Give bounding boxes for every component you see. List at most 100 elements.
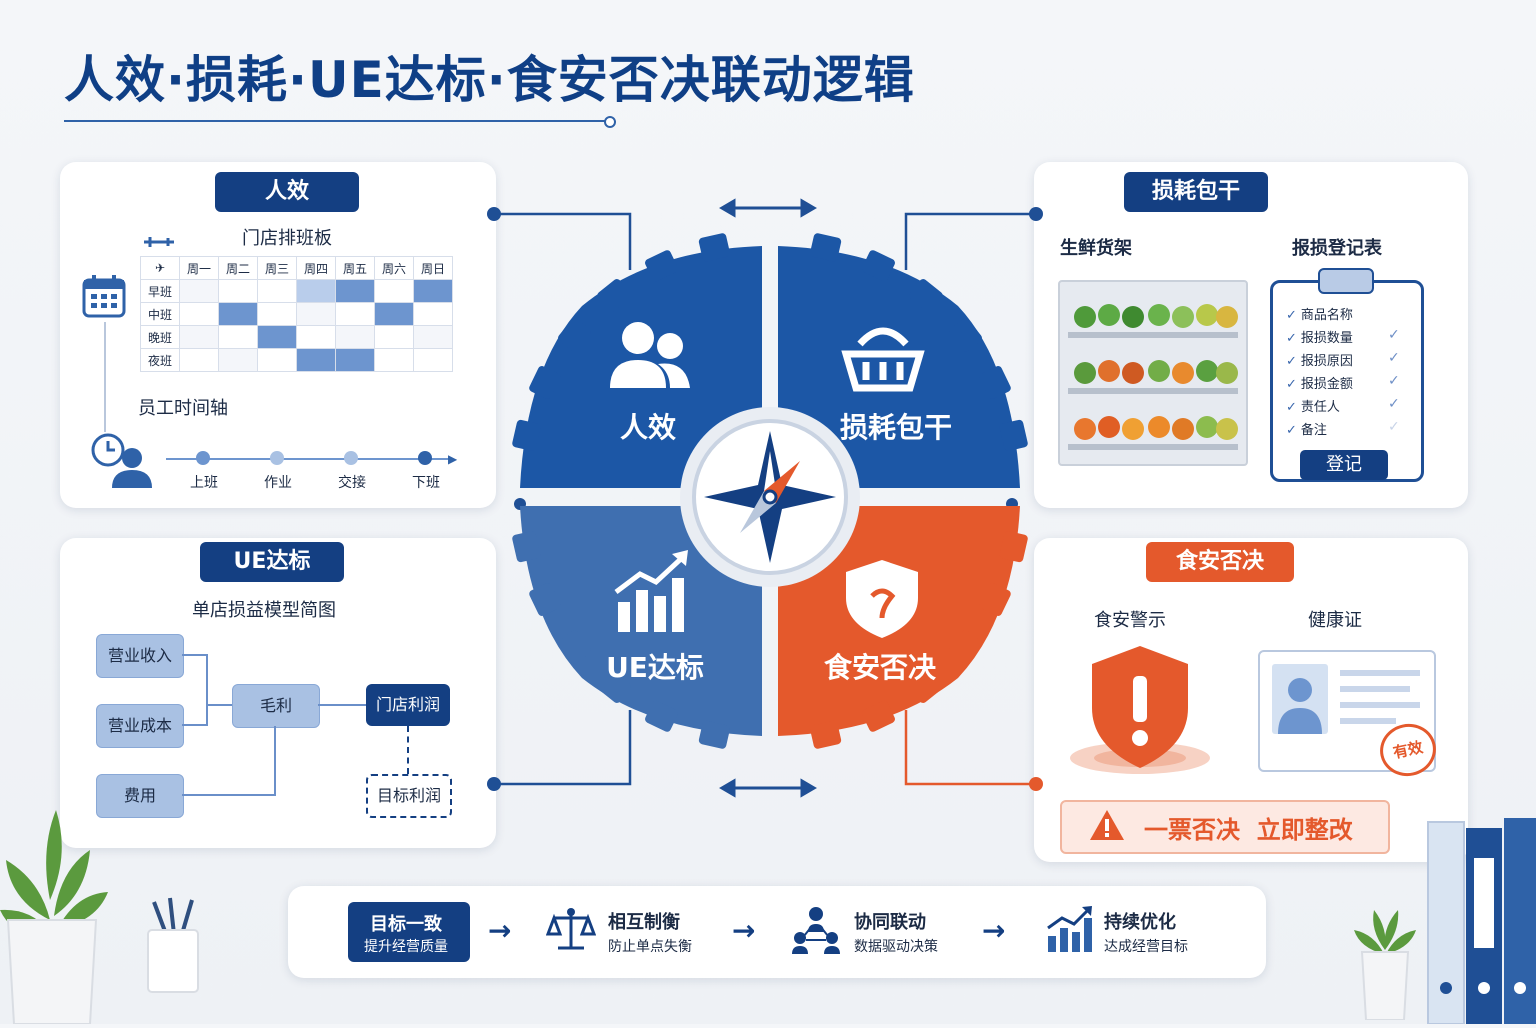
register-item-label: 报损数量 (1300, 331, 1353, 346)
step-title: 协同联动 (854, 912, 926, 933)
register-item-label: 报损原因 (1300, 354, 1353, 369)
schedule-day-header: 周五 (335, 256, 375, 280)
center-label-food: 食安否决 (823, 651, 936, 684)
schedule-corner-cell: ✈ (140, 256, 180, 280)
compass-icon (704, 431, 836, 563)
model-connector (206, 704, 232, 706)
timeline-label: 上班 (190, 475, 218, 491)
step-subtitle: 提升经营质量 (364, 939, 448, 955)
center-label-sunhao: 损耗包干 (839, 411, 952, 444)
arrow-icon: → (732, 914, 756, 947)
binders-decoration (1426, 818, 1536, 1028)
employee-clock-icon (90, 432, 156, 494)
check-icon: ✓ (1388, 396, 1400, 412)
step-subtitle: 数据驱动决策 (854, 939, 938, 955)
gear-tooth (979, 582, 1011, 616)
model-connector (182, 794, 276, 796)
register-item-label: 商品名称 (1300, 308, 1353, 323)
check-icon: ✓ (1388, 327, 1400, 343)
gear-tooth (810, 720, 842, 749)
gear-tooth (948, 318, 982, 352)
register-button[interactable]: 登记 (1300, 450, 1388, 480)
register-item-label: 责任人 (1300, 400, 1340, 415)
model-title: 单店损益模型简图 (192, 600, 336, 621)
sunhao-header: 损耗包干 (1124, 172, 1268, 212)
gear-tooth (698, 720, 730, 749)
timeline-dot (418, 451, 432, 465)
veto-text: 一票否决 立即整改 (1144, 816, 1353, 844)
step-subtitle: 防止单点失衡 (608, 939, 692, 955)
growth-bars-icon (1044, 904, 1094, 958)
gear-tooth (512, 531, 541, 563)
timeline-arrowhead: ▶ (448, 452, 458, 466)
gear-tooth (597, 669, 631, 703)
warning-triangle-icon (1088, 808, 1126, 846)
timeline-label: 交接 (338, 475, 366, 491)
timeline-axis (166, 458, 450, 460)
center-label-ue: UE达标 (606, 651, 704, 684)
plant-decoration (0, 790, 110, 1028)
pin-icon (142, 234, 176, 253)
register-item: ✓责任人 (1286, 400, 1340, 415)
revenue-box: 营业收入 (96, 634, 184, 678)
gear-tooth (512, 419, 541, 451)
model-dashed-link (407, 726, 409, 774)
gear-tooth (698, 233, 730, 262)
network-people-icon (790, 904, 842, 958)
register-item: ✓报损金额 (1286, 377, 1353, 392)
shelf-title: 生鲜货架 (1060, 238, 1132, 259)
people-icon (610, 322, 690, 388)
schedule-day-header: 周一 (179, 256, 219, 280)
step-subtitle: 达成经营目标 (1104, 939, 1188, 955)
center-label-renxiao: 人效 (619, 411, 676, 444)
title-underline (64, 120, 610, 122)
gear-tooth (597, 279, 631, 313)
timeline-label: 下班 (412, 475, 440, 491)
pen-holder-decoration (140, 894, 210, 998)
step-title: 目标一致 (370, 914, 442, 935)
timeline-title: 员工时间轴 (138, 398, 228, 419)
expense-box: 费用 (96, 774, 184, 818)
gear-tooth (558, 630, 592, 664)
register-item: ✓商品名称 (1286, 308, 1353, 323)
gear-tooth (810, 233, 842, 262)
growth-chart-icon (614, 550, 688, 632)
food-warning-title: 食安警示 (1094, 610, 1166, 631)
register-item-label: 报损金额 (1300, 377, 1353, 392)
calendar-icon (80, 272, 128, 324)
model-connector (318, 704, 366, 706)
gear-tooth (558, 318, 592, 352)
title-underline-dot (604, 116, 616, 128)
timeline-label: 作业 (264, 475, 292, 491)
gross-profit-box: 毛利 (232, 684, 320, 728)
arrow-icon: → (982, 914, 1006, 947)
renxiao-header: 人效 (215, 172, 359, 212)
register-item: ✓报损数量 (1286, 331, 1353, 346)
small-plant-decoration (1350, 900, 1420, 1024)
schedule-day-header: 周日 (413, 256, 453, 280)
loss-register-clipboard (1270, 280, 1424, 482)
scale-icon (545, 906, 597, 958)
gear-tooth (909, 279, 943, 313)
gear-tooth (979, 366, 1011, 400)
register-item-label: 备注 (1300, 423, 1327, 438)
gear-tooth (909, 669, 943, 703)
basket-icon (841, 327, 925, 392)
schedule-shift-label: 早班 (140, 279, 180, 303)
clipboard-clip (1318, 268, 1374, 294)
gear-tooth (861, 250, 895, 282)
ue-header: UE达标 (200, 542, 344, 582)
person-photo-icon (1272, 664, 1328, 734)
cost-box: 营业成本 (96, 704, 184, 748)
schedule-day-header: 周六 (374, 256, 414, 280)
schedule-connector (104, 322, 106, 432)
timeline-dot (344, 451, 358, 465)
check-icon: ✓ (1388, 373, 1400, 389)
gear-tooth (645, 250, 679, 282)
schedule-table: ✈ 周一 周二 周三 周四 周五 周六 周日 早班 中班 晚班 夜班 (140, 256, 453, 372)
gear-tooth (999, 531, 1028, 563)
goal-align-box (348, 902, 470, 962)
check-icon: ✓ (1388, 419, 1400, 435)
step-title: 相互制衡 (608, 912, 680, 933)
